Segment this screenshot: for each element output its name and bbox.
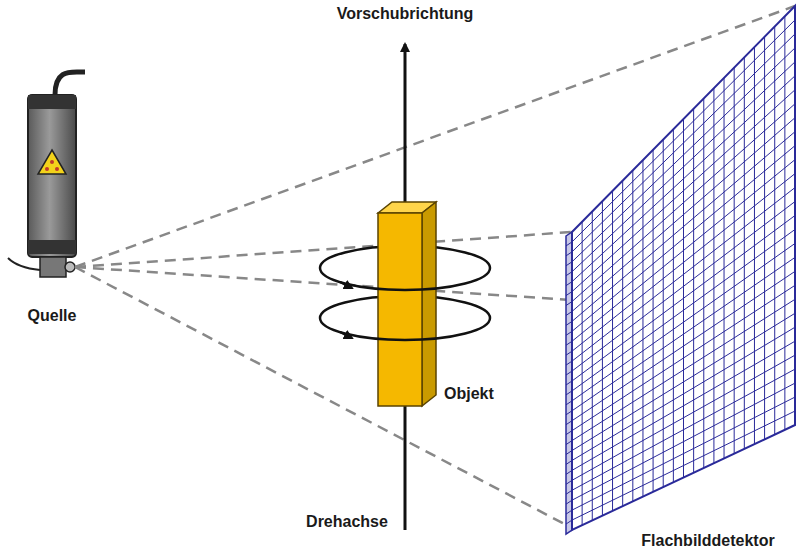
detector-grid-line: [764, 37, 765, 440]
detector-grid-line: [663, 140, 664, 488]
detector-grid-line: [622, 181, 623, 507]
detector-grid-line: [703, 98, 704, 468]
detector-grid-line: [566, 361, 572, 365]
detector-grid-line: [566, 470, 572, 474]
axis-label: Drehachse: [304, 512, 390, 531]
detector-grid-line: [566, 321, 572, 325]
object-label: Objekt: [442, 384, 496, 403]
detector-grid-line: [582, 222, 583, 526]
detector-grid-line: [566, 282, 572, 286]
detector-grid-line: [632, 170, 633, 501]
detector-grid-line: [566, 341, 572, 345]
detector-grid-line: [566, 351, 572, 355]
detector-grid-line: [744, 57, 745, 449]
detector-grid-line: [754, 47, 755, 444]
detector-grid-line: [566, 510, 572, 514]
detector-grid-line: [566, 272, 572, 276]
feed-direction-label: Vorschubrichtung: [335, 4, 476, 23]
detector-grid-line: [566, 431, 572, 435]
detector-grid-line: [566, 441, 572, 445]
detector-grid-line: [566, 252, 572, 256]
detector-grid-line: [566, 490, 572, 494]
detector-grid-line: [566, 391, 572, 395]
detector-grid-line: [566, 500, 572, 504]
detector-grid-line: [566, 311, 572, 315]
detector-grid-line: [724, 78, 725, 459]
detector-grid-line: [566, 411, 572, 415]
detector-grid-line: [566, 262, 572, 266]
object-block: [378, 202, 436, 406]
detector-grid-line: [566, 451, 572, 455]
detector-grid-line: [566, 421, 572, 425]
detector-grid-line: [612, 191, 613, 511]
detector-grid-line: [566, 480, 572, 484]
detector-grid-line: [774, 27, 775, 435]
detector-grid-line: [566, 292, 572, 296]
x-ray-source: [8, 72, 85, 277]
rotation-loops-front: [320, 268, 490, 340]
detector-grid-line: [673, 129, 674, 482]
detector-grid-line: [566, 460, 572, 464]
detector-grid-line: [566, 381, 572, 385]
detector-grid-line: [566, 242, 572, 246]
detector-grid-line: [602, 201, 603, 516]
detector-grid-line: [566, 331, 572, 335]
flat-panel-detector: [566, 6, 795, 534]
detector-grid-line: [566, 371, 572, 375]
source-label: Quelle: [26, 306, 79, 325]
detector-grid-line: [642, 160, 643, 497]
detector-grid-line: [592, 211, 593, 520]
detector-grid-line: [653, 150, 654, 492]
detector-grid-line: [566, 302, 572, 306]
detector-grid-line: [566, 520, 572, 524]
detector-grid-line: [784, 16, 785, 430]
detector-grid-line: [683, 119, 684, 478]
detector-label: Flachbilddetektor: [639, 531, 776, 550]
detector-grid-line: [566, 401, 572, 405]
detector-grid-line: [734, 68, 735, 454]
detector-grid-line: [713, 88, 714, 463]
detector-grid-line: [693, 109, 694, 473]
